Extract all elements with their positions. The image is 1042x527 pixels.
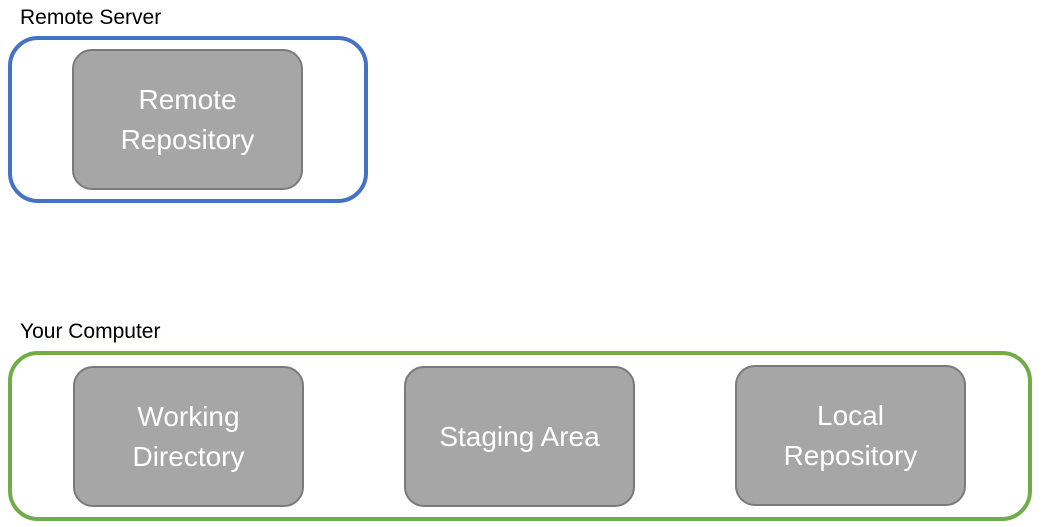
remote-server-label: Remote Server <box>20 6 162 29</box>
remote-repository-node: Remote Repository <box>72 49 303 190</box>
working-directory-node: Working Directory <box>73 366 304 507</box>
local-repository-node: Local Repository <box>735 365 966 506</box>
staging-area-node: Staging Area <box>404 366 635 507</box>
your-computer-label: Your Computer <box>20 320 161 343</box>
